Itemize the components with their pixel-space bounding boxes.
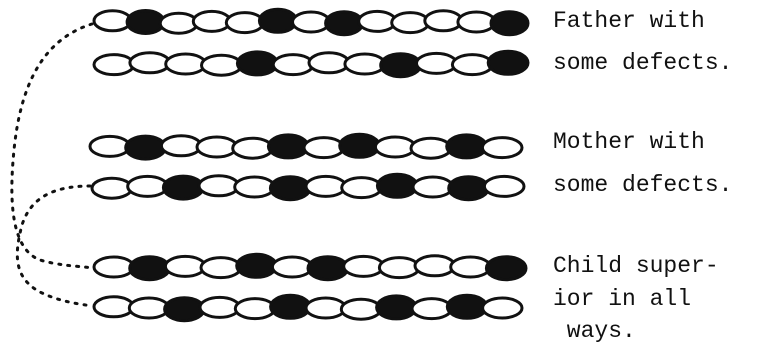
child-chain-1 <box>94 254 526 279</box>
normal-gene <box>200 297 239 317</box>
defective-gene <box>447 295 486 318</box>
normal-gene <box>166 54 206 74</box>
defective-gene <box>165 298 204 321</box>
normal-gene <box>226 13 263 33</box>
mother-caption-line-1: Mother with <box>553 131 705 154</box>
normal-gene <box>235 299 274 319</box>
normal-gene <box>90 136 130 156</box>
defective-gene <box>377 174 417 197</box>
normal-gene <box>94 257 134 277</box>
defective-gene <box>488 51 528 74</box>
normal-gene <box>193 11 230 31</box>
father-caption-line-2: some defects. <box>553 52 732 75</box>
normal-gene <box>202 55 242 75</box>
normal-gene <box>379 258 419 278</box>
defective-gene <box>237 52 277 75</box>
inheritance-links <box>12 24 92 306</box>
defective-gene <box>126 136 166 159</box>
normal-gene <box>235 177 275 197</box>
normal-gene <box>197 137 237 157</box>
normal-gene <box>345 54 385 74</box>
normal-gene <box>94 297 133 317</box>
normal-gene <box>392 13 429 33</box>
normal-gene <box>306 176 346 196</box>
normal-gene <box>413 177 453 197</box>
normal-gene <box>458 12 495 32</box>
normal-gene <box>233 138 273 158</box>
normal-gene <box>272 257 312 277</box>
normal-gene <box>306 298 345 318</box>
normal-gene <box>273 55 313 75</box>
normal-gene <box>160 13 197 33</box>
normal-gene <box>130 53 170 73</box>
normal-gene <box>128 176 168 196</box>
defective-gene <box>326 12 363 35</box>
defective-gene <box>340 134 380 157</box>
defective-gene <box>270 177 310 200</box>
child-caption-line-1: Child super- <box>553 255 719 278</box>
defective-gene <box>163 176 203 199</box>
defective-gene <box>127 11 164 34</box>
normal-gene <box>201 258 241 278</box>
normal-gene <box>309 53 349 73</box>
father-chain-2 <box>94 51 528 76</box>
defective-gene <box>449 177 489 200</box>
defective-gene <box>259 9 296 32</box>
defective-gene <box>447 135 487 158</box>
normal-gene <box>484 176 524 196</box>
normal-gene <box>165 256 205 276</box>
defective-gene <box>130 257 170 280</box>
father-caption-line-1: Father with <box>553 10 705 33</box>
chromosome-chains <box>90 9 528 320</box>
normal-gene <box>199 176 239 196</box>
normal-gene <box>129 298 168 318</box>
normal-gene <box>94 11 131 31</box>
child-caption-line-2: ior in all <box>553 288 691 311</box>
normal-gene <box>375 137 415 157</box>
defective-gene <box>377 296 416 319</box>
normal-gene <box>417 53 457 73</box>
mother-caption-line-2: some defects. <box>553 174 732 197</box>
normal-gene <box>412 299 451 319</box>
normal-gene <box>482 138 522 158</box>
normal-gene <box>483 298 522 318</box>
normal-gene <box>94 55 134 75</box>
father-to-child-link <box>12 24 92 268</box>
mother-to-child-link <box>17 186 92 306</box>
defective-gene <box>491 12 528 35</box>
defective-gene <box>381 54 421 77</box>
mother-chain-2 <box>92 174 524 199</box>
normal-gene <box>359 11 396 31</box>
normal-gene <box>411 138 451 158</box>
normal-gene <box>161 136 201 156</box>
defective-gene <box>268 135 308 158</box>
normal-gene <box>452 55 492 75</box>
defective-gene <box>271 295 310 318</box>
normal-gene <box>342 178 382 198</box>
normal-gene <box>304 138 344 158</box>
normal-gene <box>425 11 462 31</box>
normal-gene <box>451 257 491 277</box>
normal-gene <box>92 178 132 198</box>
mother-chain-1 <box>90 134 522 159</box>
child-chain-2 <box>94 295 522 320</box>
normal-gene <box>341 299 380 319</box>
defective-gene <box>237 254 277 277</box>
father-chain-1 <box>94 9 528 34</box>
defective-gene <box>486 257 526 280</box>
normal-gene <box>344 256 384 276</box>
normal-gene <box>415 256 455 276</box>
child-caption-line-3: ways. <box>553 320 636 343</box>
normal-gene <box>293 12 330 32</box>
defective-gene <box>308 257 348 280</box>
